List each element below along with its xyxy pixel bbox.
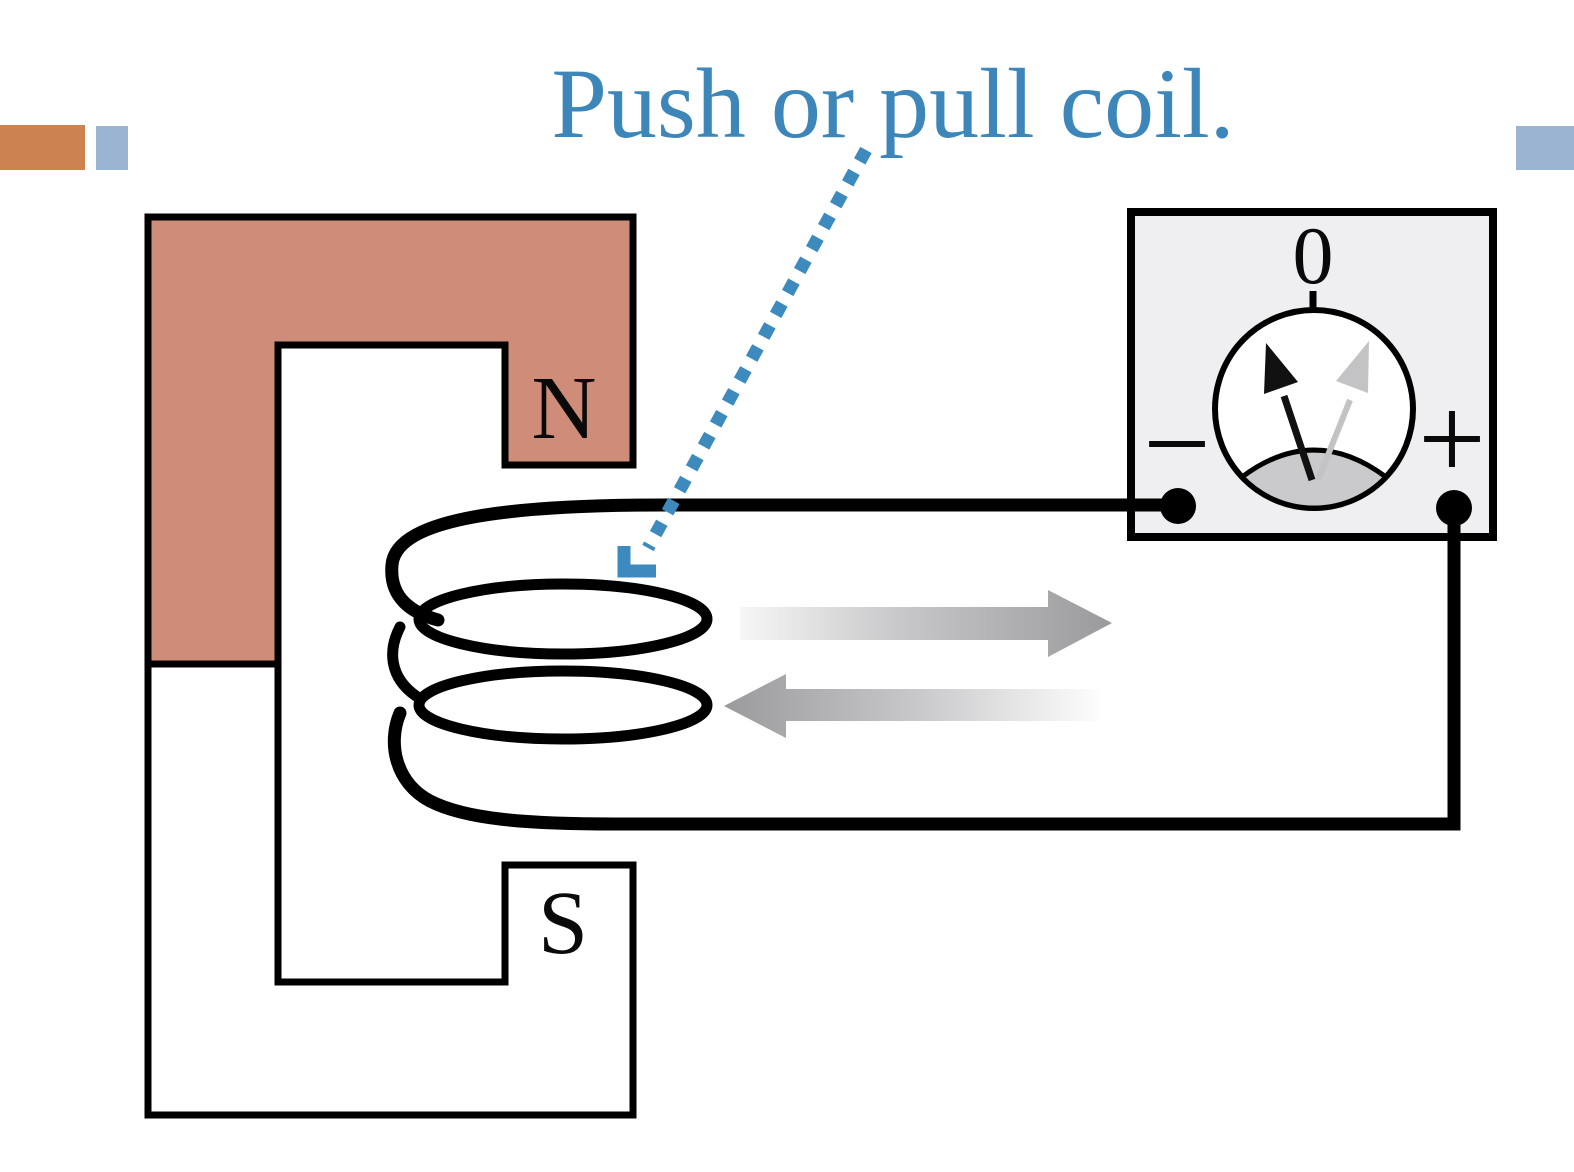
minus-terminal-dot [1160,488,1196,524]
needle-gray [1315,341,1369,482]
needle-black-shaft [1280,394,1316,482]
callout-dotted-line [642,146,872,552]
plus-terminal-dot [1436,490,1472,526]
south-pole-label: S [538,874,588,973]
needle-black-head [1264,343,1298,394]
coil-circuit [385,498,1461,831]
push-right-arrow [740,590,1112,657]
callout-arrowhead-icon [617,546,656,578]
slide-accent-blue-left [96,126,128,170]
page-title: Push or pull coil. [551,48,1234,159]
plus-terminal-label: + [1418,372,1486,505]
needle-gray-head [1336,341,1369,393]
north-pole-label: N [532,359,597,458]
meter-zero-label: 0 [1293,210,1334,301]
pull-left-arrow [724,674,1100,738]
coil-loop-1 [413,578,713,660]
callout-arrow [617,146,872,578]
needle-gray-shaft [1315,398,1353,482]
minus-terminal-label: − [1143,377,1211,510]
slide-accent-blue-right [1516,126,1574,170]
coil-loop-2 [413,665,713,745]
magnet-north-body [144,213,637,668]
wire-top [385,498,1185,627]
coil-left-turn [387,621,422,702]
galvanometer: 0 − + [1127,208,1497,541]
wire-bottom [387,507,1461,831]
horseshoe-magnet: N S [144,213,637,1119]
needle-black [1264,343,1316,482]
slide-accent-orange [0,125,85,170]
